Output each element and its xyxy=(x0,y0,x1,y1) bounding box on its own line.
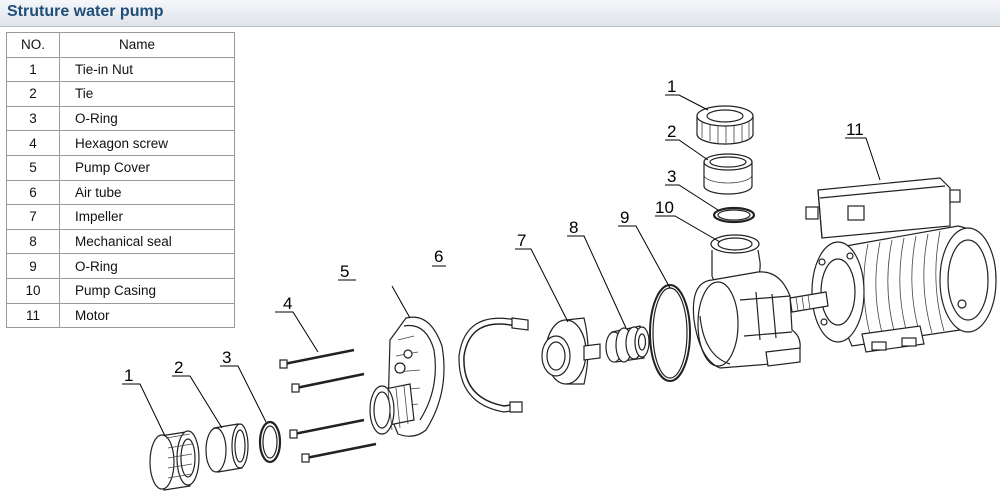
callout-2-lower: 2 xyxy=(174,358,183,377)
upper-o-ring-drawing xyxy=(712,206,756,224)
lower-tie-in-nut-drawing xyxy=(149,430,200,491)
row-name: Tie-in Nut xyxy=(59,56,235,83)
callout-8: 8 xyxy=(569,218,578,237)
callout-9: 9 xyxy=(620,208,629,227)
callout-labels: 1 2 3 4 5 6 7 8 9 10 11 1 2 3 xyxy=(124,77,864,385)
large-o-ring-drawing xyxy=(649,284,691,382)
callout-1-upper: 1 xyxy=(667,77,676,96)
motor-drawing xyxy=(789,177,997,353)
callout-11: 11 xyxy=(846,120,864,139)
pump-casing-drawing xyxy=(692,234,801,369)
callout-6: 6 xyxy=(434,247,443,266)
mechanical-seal-drawing xyxy=(605,325,650,363)
row-name: O-Ring xyxy=(59,253,235,279)
row-name: Hexagon screw xyxy=(59,130,235,156)
leader-lines xyxy=(122,94,881,437)
row-name: Pump Cover xyxy=(59,154,235,181)
lower-tie-drawing xyxy=(205,423,249,473)
row-name: Mechanical seal xyxy=(59,228,235,255)
callout-10: 10 xyxy=(655,198,674,217)
row-name: Air tube xyxy=(59,179,235,206)
callout-3-upper: 3 xyxy=(667,167,676,186)
row-name: Tie xyxy=(59,81,235,107)
lower-o-ring-drawing xyxy=(258,420,282,464)
pump-cover-drawing xyxy=(369,316,445,437)
page-title: Struture water pump xyxy=(7,3,164,20)
row-no: 8 xyxy=(6,228,60,255)
callout-2-upper: 2 xyxy=(667,122,676,141)
row-name: Pump Casing xyxy=(59,277,235,304)
callout-4: 4 xyxy=(283,294,292,313)
upper-tie-in-nut-drawing xyxy=(696,105,754,145)
impeller-drawing xyxy=(541,317,601,385)
upper-tie-drawing xyxy=(703,153,753,195)
air-tube-drawing xyxy=(458,317,529,413)
row-name: Motor xyxy=(59,302,235,329)
callout-3-lower: 3 xyxy=(222,348,231,367)
header-bar: Struture water pump xyxy=(0,0,1000,27)
callout-5: 5 xyxy=(340,262,349,281)
row-name: O-Ring xyxy=(59,105,235,132)
hexagon-screws-drawing xyxy=(279,348,377,463)
callout-7: 7 xyxy=(517,231,526,250)
callout-1-lower: 1 xyxy=(124,366,133,385)
row-no: 2 xyxy=(6,81,60,107)
row-no: 11 xyxy=(6,302,60,329)
column-header-name: Name xyxy=(59,32,235,58)
table-header-row: NO. Name xyxy=(6,32,235,58)
